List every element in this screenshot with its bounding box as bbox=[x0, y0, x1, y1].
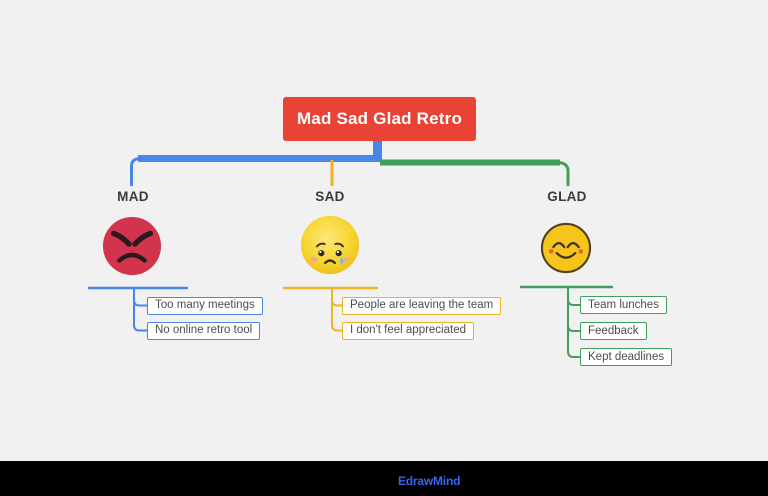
glad-child-connector bbox=[567, 288, 580, 332]
mad-child-connector bbox=[133, 288, 147, 307]
glad-smile-mouth bbox=[555, 251, 577, 259]
smiling-face-emoji[interactable] bbox=[539, 221, 593, 275]
subtopic-glad-2[interactable]: Feedback bbox=[580, 322, 647, 340]
glad-right-eye bbox=[566, 242, 580, 249]
subtopic-sad-1[interactable]: People are leaving the team bbox=[342, 296, 502, 315]
sad-right-brow bbox=[334, 242, 345, 248]
angry-right-brow bbox=[132, 230, 154, 247]
angry-left-brow bbox=[110, 230, 132, 247]
edrawmind-watermark: EdrawMind bbox=[398, 474, 461, 488]
sad-left-eye bbox=[318, 250, 325, 257]
mad-child-connector bbox=[133, 288, 147, 332]
branch-label-mad[interactable]: MAD bbox=[117, 189, 149, 204]
subtopic-mad-2[interactable]: No online retro tool bbox=[147, 321, 261, 340]
subtopic-mad-1[interactable]: Too many meetings bbox=[147, 296, 263, 315]
glad-left-eye bbox=[552, 242, 566, 249]
glad-child-connector bbox=[567, 288, 580, 358]
subtopic-glad-1[interactable]: Team lunches bbox=[580, 296, 667, 314]
subtopic-sad-2[interactable]: I don't feel appreciated bbox=[342, 321, 474, 340]
sad-right-eye bbox=[335, 250, 342, 257]
glad-right-blush bbox=[578, 249, 584, 254]
crying-face-emoji[interactable] bbox=[299, 214, 361, 276]
glad-child-connector bbox=[567, 288, 580, 306]
sad-child-connector bbox=[331, 288, 342, 332]
sad-child-connector bbox=[331, 288, 342, 307]
mad-branch-elbow bbox=[130, 157, 141, 186]
glad-left-blush bbox=[548, 249, 554, 254]
sad-frown-mouth bbox=[323, 259, 337, 265]
sad-face-circle bbox=[300, 215, 360, 275]
sad-left-brow bbox=[315, 242, 326, 248]
angry-face-circle bbox=[102, 216, 162, 276]
sad-tear-drop bbox=[340, 256, 344, 265]
sad-left-eye-shine bbox=[319, 251, 322, 254]
subtopic-glad-3[interactable]: Kept deadlines bbox=[580, 348, 673, 366]
root-topic[interactable]: Mad Sad Glad Retro bbox=[283, 97, 476, 141]
branch-label-glad[interactable]: GLAD bbox=[547, 189, 587, 204]
angry-frown-mouth bbox=[117, 252, 147, 263]
glad-face-circle bbox=[540, 222, 592, 274]
branch-label-sad[interactable]: SAD bbox=[315, 189, 345, 204]
sad-right-blush bbox=[343, 257, 350, 262]
glad-branch-elbow bbox=[557, 161, 570, 186]
footer-bar: EdrawMind bbox=[0, 461, 768, 496]
sad-right-eye-shine bbox=[336, 251, 339, 254]
angry-face-emoji[interactable] bbox=[101, 215, 163, 277]
sad-left-blush bbox=[310, 257, 318, 262]
